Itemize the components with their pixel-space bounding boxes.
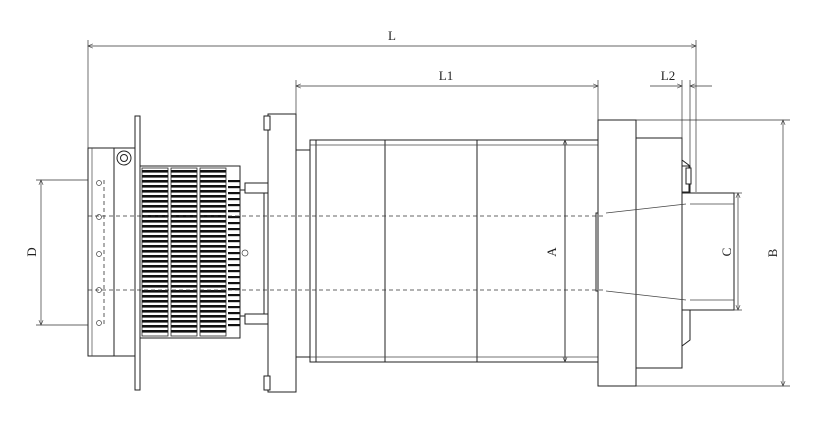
rear-plate <box>87 115 141 391</box>
label-L1: L1 <box>439 68 453 83</box>
spindle-body <box>309 139 607 363</box>
cooling-fins <box>139 165 270 339</box>
label-D: D <box>24 247 39 256</box>
body-flange <box>263 113 310 393</box>
label-B: B <box>765 248 780 257</box>
label-L: L <box>388 28 396 43</box>
label-L2: L2 <box>661 68 675 83</box>
label-C: C <box>719 248 734 257</box>
dimension-nose-diameter: C <box>719 193 742 310</box>
dimension-flange-diameter: B <box>636 120 790 386</box>
front-housing <box>597 119 735 387</box>
dimension-rear-height: D <box>24 180 88 325</box>
label-A: A <box>544 247 559 257</box>
dimension-body-diameter: A <box>544 140 565 362</box>
dimension-body-length: L1 <box>296 68 598 120</box>
internal-bore-lines <box>88 180 606 324</box>
dimension-overall-length: L <box>88 28 696 192</box>
